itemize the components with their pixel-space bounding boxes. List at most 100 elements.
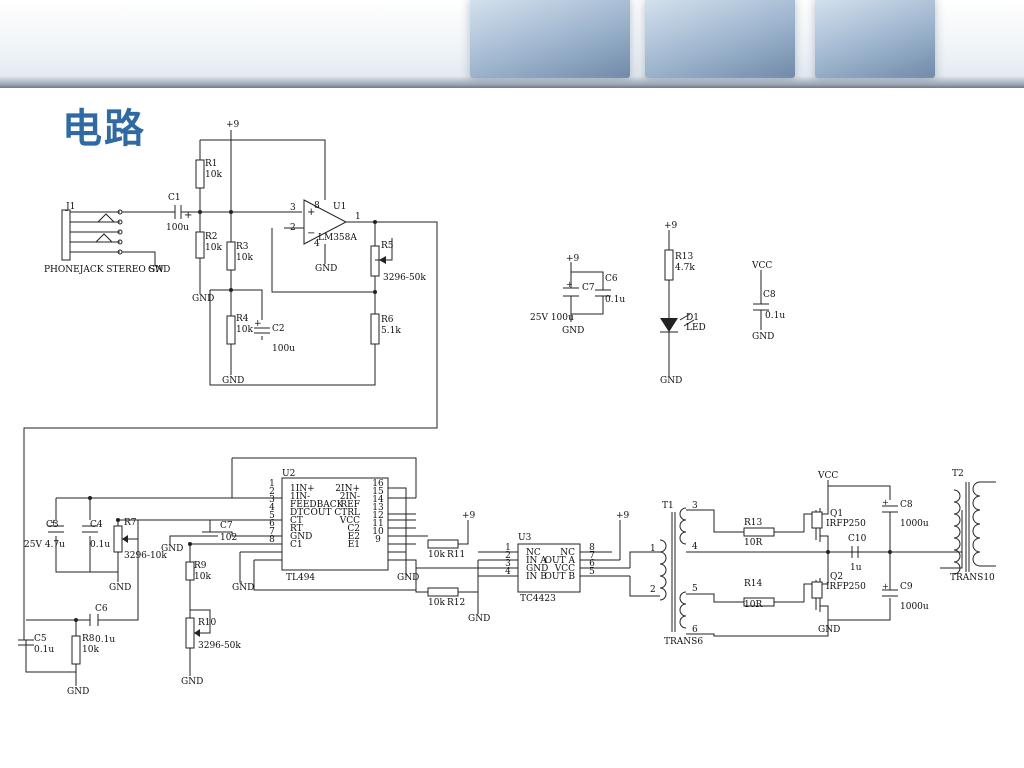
r4-ref: R4 — [236, 314, 249, 324]
vcc-c8: VCC — [751, 261, 772, 271]
resistor-r8: R8 10k GND — [67, 634, 99, 697]
capacitor-c4: C4 0.1u — [82, 520, 110, 550]
c7p-value: 25V 100u — [530, 313, 574, 323]
r2-value: 10k — [205, 243, 222, 253]
r9-value: 10k — [194, 572, 211, 582]
u2-pin-10-number: 10 — [372, 527, 384, 537]
c1-value: 100u — [166, 223, 189, 233]
r4-value: 10k — [236, 325, 253, 335]
c3-ref: C3 — [46, 520, 59, 530]
c10-value: 1u — [850, 563, 862, 573]
capacitor-c1: C1 100u + — [166, 193, 200, 233]
t2-ref: T2 — [952, 469, 964, 479]
u2-pin-10-name: E2 — [348, 532, 360, 542]
capacitor-c8-bulk: + C8 1000u — [882, 498, 929, 552]
gnd-r8: GND — [67, 687, 89, 697]
u3-pin-8-number: 8 — [589, 543, 595, 553]
u2-pin-5-name: CT — [290, 516, 303, 526]
u2-pin-13-number: 13 — [372, 503, 384, 513]
r8-value: 10k — [82, 645, 99, 655]
gnd-q2: GND — [818, 625, 840, 635]
u2-pin-9-name: E1 — [348, 540, 360, 550]
u3-pin-3-number: 3 — [505, 559, 511, 569]
r1-value: 10k — [205, 170, 222, 180]
plus9-r11: +9 — [462, 511, 476, 521]
u2-pin-13-name: OUT CTRL — [311, 508, 360, 518]
gnd-r4: GND — [222, 376, 244, 386]
capacitor-c6: C6 0.1u — [89, 604, 115, 645]
c7-value: 102 — [220, 533, 237, 543]
u2-ref: U2 — [282, 469, 295, 479]
c8p-value: 0.1u — [765, 311, 785, 321]
t1-p4: 4 — [692, 542, 698, 552]
r11-ref: R11 — [447, 550, 465, 560]
t1-p6: 6 — [692, 625, 698, 635]
u1-pin3: 3 — [290, 203, 296, 213]
u3-pin-5-name: OUT B — [545, 572, 576, 582]
u2-pin-12-number: 12 — [372, 511, 383, 521]
resistor-r4: R4 10k — [226, 314, 253, 345]
resistor-r14-gate: R14 10R — [743, 579, 775, 610]
resistor-r11: 10k R11 +9 — [427, 511, 476, 560]
resistor-r2: R2 10k — [195, 231, 222, 259]
banner-shadow — [0, 76, 1024, 88]
u3-ref: U3 — [518, 533, 532, 543]
c4-ref: C4 — [90, 520, 103, 530]
u2-pin-7-number: 7 — [269, 527, 275, 537]
plus9-c7: +9 — [566, 254, 580, 264]
u3-pin-5-number: 5 — [589, 567, 595, 577]
q1-value: IRFP250 — [826, 519, 866, 529]
r8-ref: R8 — [82, 634, 95, 644]
svg-text:+: + — [307, 207, 315, 218]
u2-pin-16-number: 16 — [372, 479, 384, 489]
u1-pin1: 1 — [355, 212, 361, 222]
t1-name: TRANS6 — [664, 637, 703, 647]
r12-ref: R12 — [447, 598, 465, 608]
c2-ref: C2 — [272, 324, 285, 334]
r3-value: 10k — [236, 253, 253, 263]
t2-name: TRANS10 — [950, 573, 995, 583]
u2-pin-12-name: VCC — [339, 516, 360, 526]
u3-pin-2-name: IN A — [526, 556, 547, 566]
r3-ref: R3 — [236, 242, 249, 252]
phone-jack-j1: J1 PHONEJACK STEREO SW GND — [44, 202, 170, 275]
r14-value: 10R — [744, 600, 762, 610]
r13-value: 10R — [744, 538, 762, 548]
r10-ref: R10 — [198, 618, 217, 628]
u2-pin-5-number: 5 — [269, 511, 275, 521]
capacitor-c9-bulk: + C9 1000u — [882, 552, 929, 612]
u3-pin-7-name: OUT A — [545, 556, 576, 566]
r5-ref: R5 — [381, 241, 394, 251]
gnd-c7: GND — [562, 326, 584, 336]
transformer-t2: T2 TRANS10 — [940, 469, 996, 583]
r7-ref: R7 — [124, 518, 137, 528]
j1-gnd: GND — [148, 265, 170, 275]
capacitor-c5: C5 0.1u — [18, 634, 54, 655]
c4-value: 0.1u — [90, 540, 110, 550]
r6-value: 5.1k — [381, 326, 401, 336]
capacitor-c2: + C2 100u — [254, 319, 295, 354]
u2-pin-3-name: FEEDBACK — [290, 500, 344, 510]
u2-pin-15-number: 15 — [372, 487, 384, 497]
t1-p1: 1 — [650, 544, 656, 554]
banner-cube-left — [470, 0, 630, 78]
resistor-r3: R3 10k — [226, 241, 253, 271]
q1-ref: Q1 — [830, 509, 843, 519]
c1-ref: C1 — [168, 193, 181, 203]
gnd-u2: GND — [232, 583, 254, 593]
vcc-decoupling-c8: VCC C8 0.1u GND — [751, 261, 785, 342]
r5-value: 3296-50k — [383, 273, 426, 283]
u1-pin2: 2 — [290, 223, 296, 233]
svg-text:+: + — [882, 582, 889, 591]
r14-ref: R14 — [744, 579, 763, 589]
d1-ref: D1 — [686, 313, 699, 323]
power-filter-c7-c6: +9 + C7 25V 100u C6 0.1u GND — [530, 254, 625, 336]
r13-ref: R13 — [744, 518, 763, 528]
j1-name: PHONEJACK STEREO SW — [44, 265, 165, 275]
c8-ref: C8 — [900, 500, 913, 510]
svg-text:+: + — [882, 498, 889, 507]
svg-text:+: + — [254, 319, 262, 329]
